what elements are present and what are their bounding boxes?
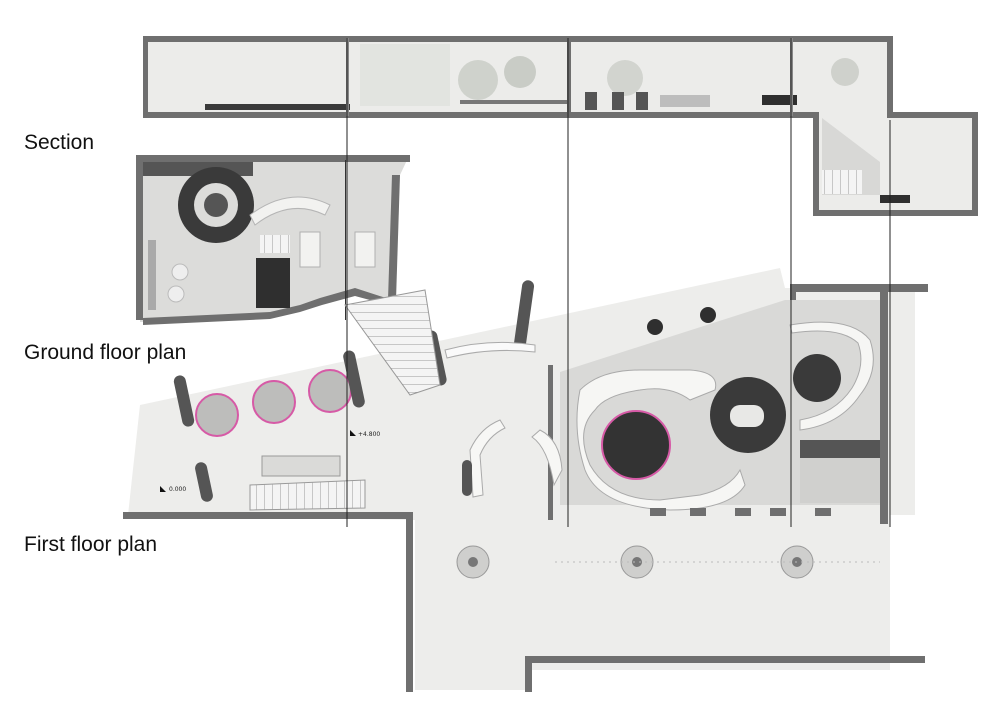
first-floor-wall-south (123, 512, 413, 519)
angled-wall-panel (173, 375, 195, 427)
kitchen-counter (800, 440, 880, 458)
level-lower-text: 0.000 (169, 486, 186, 493)
section-chair (612, 92, 624, 110)
curved-bench-left (469, 419, 506, 498)
first-floor-wall-east (880, 284, 888, 524)
section-tree (458, 60, 498, 100)
serpentine-bench (576, 369, 746, 511)
angled-wall-panel (343, 350, 365, 408)
level-marker-upper: +4.800 (350, 430, 380, 438)
window-mullion (735, 508, 751, 516)
section-end-wall (887, 36, 893, 118)
ground-floor-stair (260, 235, 290, 253)
level-upper-text: +4.800 (358, 431, 380, 438)
section-chair (636, 92, 648, 110)
level-marker-lower: 0.000 (160, 486, 186, 493)
planter-lamp-center (632, 557, 642, 567)
first-floor-wall-bottom (525, 656, 925, 663)
window-mullion (770, 508, 786, 516)
washroom (299, 231, 321, 268)
ground-floor-wall-bottom (143, 288, 392, 325)
first-floor-wall-bottom-return (525, 656, 532, 692)
angled-wall-panel (513, 280, 535, 350)
small-dark-pod (793, 354, 841, 402)
section-partition (567, 38, 571, 116)
section-lower-wall-left (813, 112, 819, 216)
round-table (167, 285, 185, 303)
section-start-wall (143, 36, 148, 116)
first-floor-plan: +4.800 0.000 (123, 268, 928, 692)
round-table (171, 263, 189, 281)
ground-floor-plan (136, 155, 410, 325)
section-tree (504, 56, 536, 88)
first-floor-stair (344, 289, 441, 396)
dark-room-block (256, 258, 290, 308)
section-table (460, 100, 570, 104)
pod-table (730, 405, 764, 427)
curved-counter (249, 196, 331, 226)
ground-floor-wall-right (388, 175, 400, 300)
wall-bench (148, 240, 156, 310)
section-sofa (762, 95, 797, 105)
section-desk (660, 95, 710, 107)
kitchen-area (800, 458, 880, 503)
section-counter (205, 104, 350, 110)
round-bar-center (204, 193, 228, 217)
section-lower-floor (813, 210, 978, 216)
section-label: Section (24, 131, 95, 154)
first-floor-stair-lower (249, 479, 366, 511)
curved-bench (444, 341, 536, 359)
section-bench (880, 195, 910, 203)
section-floor-slab (143, 112, 815, 118)
section-chair (585, 92, 597, 110)
section-window (360, 44, 450, 106)
first-floor-plan-label: First floor plan (24, 533, 158, 556)
window-mullion (815, 508, 831, 516)
angled-wall-panel (195, 462, 213, 502)
washroom (354, 231, 376, 268)
section-stair-rail (822, 170, 862, 194)
section-cut-line (345, 160, 346, 320)
section-roof-slab (143, 36, 893, 42)
planter-lamp-center (468, 557, 478, 567)
dark-round-booth (601, 410, 671, 480)
round-seating-pod (252, 380, 296, 424)
ground-floor-plan-label: Ground floor plan (24, 341, 187, 364)
dark-chair (700, 307, 716, 323)
alignment-lines (346, 38, 891, 527)
round-seating-pod (195, 393, 239, 437)
first-floor-wall-north-east (790, 284, 928, 292)
section-lower-ceiling (887, 112, 978, 118)
reception-desk (261, 455, 341, 477)
curved-banquette (789, 321, 874, 431)
section-drawing (143, 36, 978, 216)
section-lower-wall-right (972, 112, 978, 216)
window-mullion (690, 508, 706, 516)
dark-chair (647, 319, 663, 335)
round-seating-pod (308, 369, 352, 413)
section-tree (607, 60, 643, 96)
window-mullion (650, 508, 666, 516)
section-tree (831, 58, 859, 86)
bench-back (462, 460, 472, 496)
first-floor-wall-west-lower (406, 512, 413, 692)
curved-bench-right (531, 429, 563, 487)
